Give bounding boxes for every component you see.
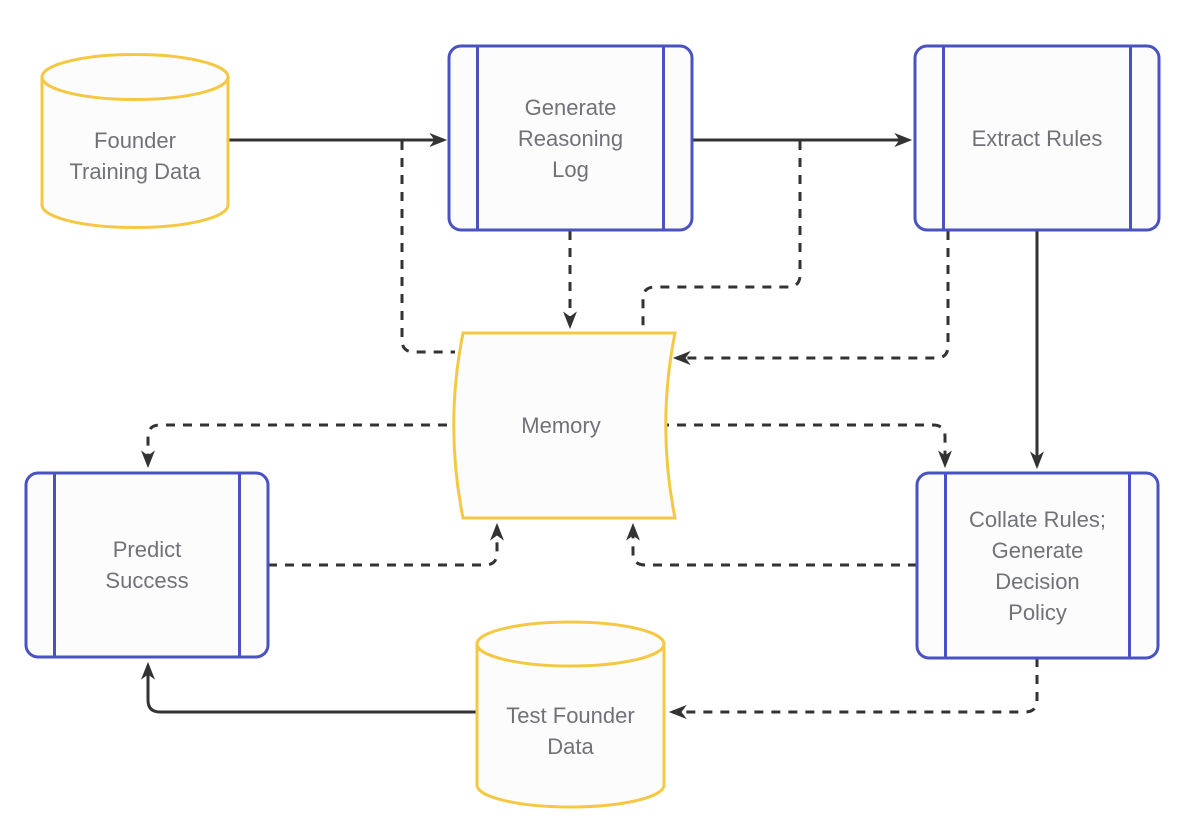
edge-test-to-predict (141, 661, 477, 714)
subroutine-box (447, 44, 694, 232)
edge-collate-to-test (668, 658, 1039, 719)
node-layer (24, 44, 1161, 809)
edge-generate-branch-to-memory (641, 141, 802, 330)
subroutine-side-lines (53, 473, 241, 657)
node-collate-rules (915, 471, 1160, 660)
edge-memory-to-collate (660, 423, 952, 469)
edge-layer (141, 133, 1044, 719)
subroutine-side-lines (942, 46, 1132, 230)
edge-extract-to-memory (672, 231, 950, 365)
node-extract-rules (913, 44, 1161, 232)
cylinder-top (40, 53, 230, 101)
stored-data-shape (452, 331, 677, 520)
cylinder-top (475, 620, 666, 668)
edge-memory-to-predict (141, 423, 447, 469)
subroutine-box (915, 471, 1160, 660)
node-memory (452, 331, 677, 520)
subroutine-side-lines (476, 46, 665, 230)
subroutine-box (24, 471, 270, 659)
node-test-founder-data (475, 620, 666, 809)
node-generate-reasoning-log (447, 44, 694, 232)
edge-collate-to-memory (626, 522, 917, 567)
subroutine-side-lines (944, 473, 1131, 658)
node-predict-success (24, 471, 270, 659)
subroutine-box (913, 44, 1161, 232)
cylinder-body (475, 642, 666, 809)
edge-founder-branch-to-memory (400, 141, 455, 354)
cylinder-body (40, 75, 230, 230)
node-founder-training-data (40, 53, 230, 230)
edge-predict-to-memory (268, 522, 504, 567)
